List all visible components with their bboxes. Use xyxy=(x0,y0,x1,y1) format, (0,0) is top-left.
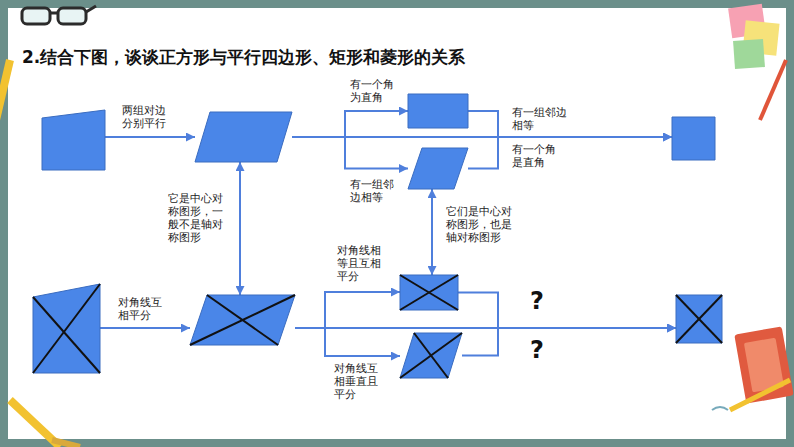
trunk-line xyxy=(325,327,498,329)
shape-outline xyxy=(195,112,292,162)
slide-title: 2.结合下图，谈谈正方形与平行四边形、矩形和菱形的关系 xyxy=(22,46,465,69)
arrow-connector xyxy=(462,328,676,356)
diagonal-line xyxy=(400,275,458,310)
question-mark: ? xyxy=(530,337,544,363)
diagonal-line xyxy=(33,284,100,373)
square-shape xyxy=(672,117,715,160)
diagonal-line xyxy=(676,295,722,343)
sticky-notes xyxy=(728,4,786,120)
edge-label: 它是中心对称图形，一般不是轴对称图形 xyxy=(168,192,225,244)
shape-fill xyxy=(33,284,100,373)
diagonal-line xyxy=(676,295,722,343)
arrow-connector xyxy=(458,293,676,329)
notebook-icon xyxy=(730,326,794,410)
slide-ground xyxy=(8,8,786,439)
question-mark: ? xyxy=(530,288,544,314)
shape-fill xyxy=(672,117,715,160)
arrow-connector xyxy=(295,328,400,356)
edge-label: 有一组邻边相等 xyxy=(350,178,396,204)
shape-outline xyxy=(190,295,295,345)
arrow-connector xyxy=(292,111,408,137)
arrow-connector xyxy=(100,327,190,329)
rhombus-shape xyxy=(408,148,468,189)
arrow-connector xyxy=(468,111,672,137)
arrow-connector xyxy=(292,137,408,169)
rectangle-diagonals xyxy=(400,275,458,310)
shape-fill xyxy=(42,110,105,170)
paper-clip xyxy=(712,407,728,410)
shape-outline xyxy=(400,333,462,378)
edge-label: 两组对边分别平行 xyxy=(122,104,168,130)
shape-fill xyxy=(676,295,722,343)
rhombus-diagonals xyxy=(400,333,462,378)
arrow-connector xyxy=(105,136,195,138)
parallelogram-shape xyxy=(195,112,292,162)
shape-outline xyxy=(408,94,468,128)
shape-outline xyxy=(400,275,458,310)
shape-fill xyxy=(400,333,462,378)
edge-label: 对角线相等且互相平分 xyxy=(337,244,383,283)
edge-label: 它们是中心对称图形，也是轴对称图形 xyxy=(446,205,514,244)
shape-outline xyxy=(408,148,468,189)
shape-outline xyxy=(676,295,722,343)
quadrilateral-shape xyxy=(42,110,105,170)
arrow-connector xyxy=(431,189,433,275)
shape-fill xyxy=(195,112,292,162)
shape-fill xyxy=(190,295,295,345)
square-diagonals xyxy=(676,295,722,343)
shape-outline xyxy=(42,110,105,170)
shape-fill xyxy=(400,275,458,310)
parallelogram-diagonals xyxy=(190,295,295,345)
shape-fill xyxy=(408,148,468,189)
diagonal-line xyxy=(190,295,295,345)
edge-label: 对角线互相平分 xyxy=(118,296,164,322)
trunk-line xyxy=(345,136,498,138)
arrow-connector xyxy=(239,162,241,295)
edge-label: 对角线互相垂直且平分 xyxy=(334,362,380,401)
arrow-connector xyxy=(295,292,400,328)
quadrilateral-diagonals xyxy=(33,284,100,373)
rectangle-shape xyxy=(408,94,468,128)
edge-label: 有一组邻边相等 xyxy=(512,106,569,132)
arrow-connector xyxy=(468,137,672,169)
shape-outline xyxy=(672,117,715,160)
edge-label: 有一个角为直角 xyxy=(350,78,396,104)
diagonal-line xyxy=(33,297,100,373)
shape-fill xyxy=(408,94,468,128)
edge-label: 有一个角是直角 xyxy=(512,143,558,169)
diagonal-line xyxy=(400,333,462,378)
glasses-icon xyxy=(22,6,96,24)
diagonal-line xyxy=(400,275,458,310)
shape-outline xyxy=(33,284,100,373)
